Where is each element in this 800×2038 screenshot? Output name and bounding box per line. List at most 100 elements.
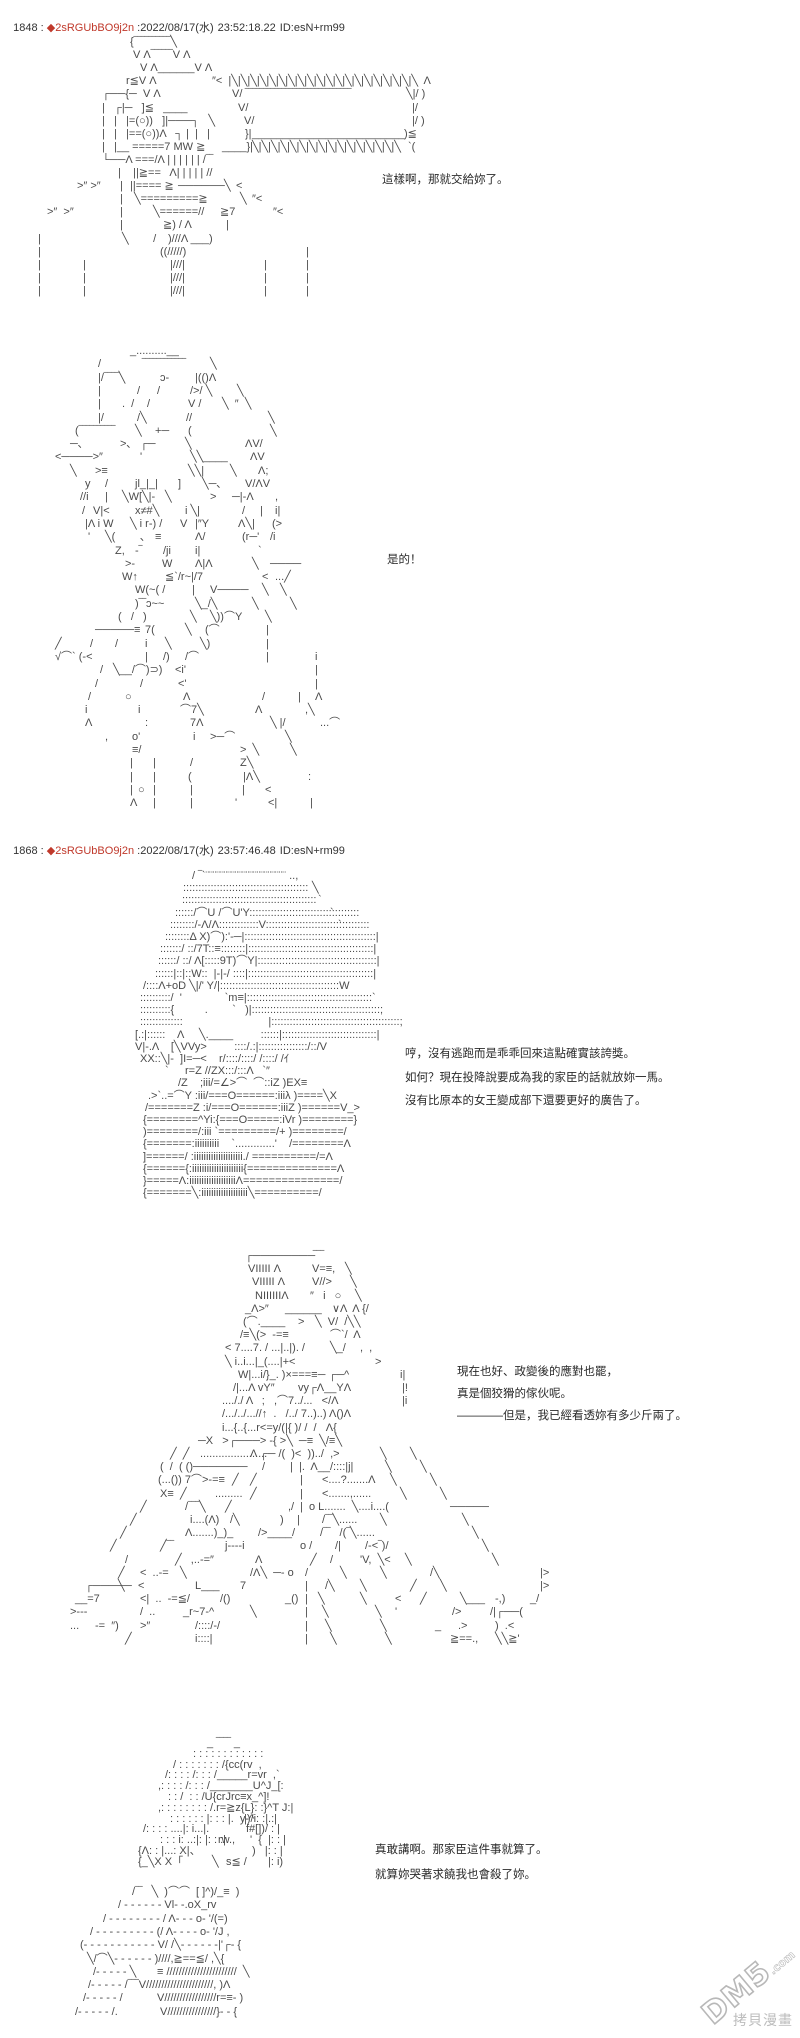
- ascii-art-stroke: |: [300, 1474, 303, 1487]
- ascii-art-stroke: |>: [540, 1566, 550, 1579]
- ascii-art-stroke: : : : : : : : : : : : :: [193, 1747, 264, 1760]
- ascii-art-stroke: |: [315, 664, 318, 677]
- ascii-art-stroke: ::::::|::|::W:: |-|-/ ::::|:::::::::::::…: [155, 967, 377, 980]
- ascii-art-stroke: i|: [275, 504, 281, 517]
- ascii-art-stroke: Λ: [255, 1553, 263, 1566]
- ascii-art-stroke: /): [163, 650, 170, 663]
- ascii-art-stroke: )‾‾ɔ~~: [135, 597, 165, 610]
- ascii-art-stroke: ╲─､: [202, 478, 222, 490]
- ascii-art-stroke: /⌒: [185, 650, 200, 663]
- ascii-art-stroke: |: [315, 677, 318, 690]
- ascii-art-stroke: _/: [530, 1593, 540, 1606]
- ascii-art-stroke: ': [140, 451, 143, 464]
- dialogue-line: ————但是，我已經看透妳有多少斤兩了。: [457, 1410, 687, 1422]
- ascii-art-stroke: ( / ( ()───────: [160, 1461, 248, 1474]
- ascii-art-stroke: o': [132, 730, 141, 743]
- ascii-art-stroke: |: [130, 783, 133, 796]
- post-number: 1868: [13, 845, 38, 857]
- post-header-1868: 1868 : ◆2sRGUbBO9j2n :2022/08/17(水)23:57…: [7, 830, 345, 857]
- ascii-art-stroke: /(): [220, 1593, 231, 1606]
- ascii-art-stroke: ,: [275, 491, 279, 504]
- ascii-art-stroke: ⌒7╲: [180, 704, 204, 717]
- ascii-art-stroke: _(): [285, 1593, 299, 1606]
- ascii-art-stroke: |: [120, 180, 123, 193]
- ascii-art-stroke: L___: [195, 1580, 220, 1592]
- ascii-art-stroke: ╲: [472, 1527, 479, 1540]
- ascii-art-stroke: ╲: [250, 1606, 257, 1619]
- ascii-art-stroke: ╲╲____: [190, 451, 228, 464]
- ascii-art-stroke: >″: [140, 1619, 151, 1632]
- ascii-art-stroke: √⌒` (-<: [55, 650, 93, 663]
- ascii-art-stroke: ╲: [165, 637, 172, 650]
- ascii-art-stroke: ɔ-: [160, 371, 170, 384]
- ascii-art-stroke: |: [306, 258, 309, 271]
- ascii-art-stroke: : : : : : : |: : : |. y-^: [170, 1812, 255, 1825]
- ascii-art-stroke: |(()Λ: [195, 371, 217, 384]
- ascii-art-stroke: 7Λ: [190, 717, 204, 730]
- ascii-art-stroke: ': [88, 531, 91, 544]
- ascii-art-stroke: └──Λ ===/Λ | | | | | | /‾‾: [102, 153, 214, 166]
- ascii-art-stroke: ╱: [232, 1474, 239, 1487]
- ascii-art-stroke: ╱: [130, 1514, 137, 1526]
- ascii-art-stroke: |Λ╲: [243, 770, 260, 783]
- ascii-art-stroke: `: [330, 906, 334, 919]
- ascii-art-stroke: (⌒.____: [243, 1316, 286, 1328]
- ascii-art-stroke: /: [140, 677, 144, 690]
- ascii-art-stroke: > ╲: [240, 744, 260, 756]
- ascii-art-stroke: V|-.Λ [╲VVy> ::::/.:|::::::::::::::::/::…: [135, 1040, 327, 1053]
- ascii-art-stroke: <: [265, 783, 272, 796]
- ascii-art-stroke: ╲ i..i...|_(....|+<: [225, 1355, 296, 1368]
- ascii-art-stroke: {_╲X X「: [138, 1855, 184, 1868]
- ascii-art-stroke: ╲: [380, 1619, 387, 1632]
- ascii-art-stroke: Λ/: [195, 531, 206, 544]
- ascii-art-stroke: /: [90, 637, 94, 650]
- ascii-art-stroke: ╱: [120, 1527, 127, 1540]
- ascii-art-stroke: //: [186, 411, 193, 424]
- ascii-art-stroke: ╲: [210, 358, 217, 371]
- ascii-art-stroke: ': [235, 797, 238, 810]
- ascii-art-stroke: ╱: [250, 1487, 257, 1500]
- ascii-art-stroke: |>: [540, 1580, 550, 1592]
- ascii-art-stroke: ,: : : : : : : : /.r=≧z{L}: :}^T J:|: [158, 1801, 294, 1814]
- ascii-art-stroke: Λ|Λ: [195, 557, 213, 570]
- ascii-art-stroke: ‾‾‾‾‾‾‾‾‾‾‾‾: [142, 358, 186, 371]
- ascii-art-stroke: ≦`/r~|/7: [165, 571, 204, 584]
- ascii-art-stroke: i: [138, 704, 141, 717]
- ascii-art-stroke: ╲: [345, 1263, 352, 1276]
- ascii-art-stroke: Λ: [130, 797, 138, 810]
- ascii-art-stroke: ╲: [355, 1289, 362, 1302]
- ascii-art-stroke: j----i: [225, 1540, 245, 1553]
- ascii-art-stroke: ╲_/╲: [195, 597, 218, 610]
- ascii-art-stroke: |: [38, 271, 41, 284]
- ascii-art-stroke: V────: [210, 584, 249, 597]
- ascii-art-stroke: ╲: [230, 464, 237, 477]
- ascii-art-stroke: ″<: [273, 206, 284, 219]
- ascii-art-stroke: ╲: [360, 1593, 367, 1606]
- ascii-art-stroke: ╲(: [105, 531, 116, 544]
- ascii-art-stroke: ≧==.,: [450, 1632, 479, 1645]
- ascii-art-stroke: i: [193, 730, 196, 743]
- ascii-art-stroke: ╲|╲|╲|╲|╲|╲|╲|╲|╲|╲|╲|╲|╲|╲|╲|╲: [252, 140, 401, 153]
- post-time: 23:57:46.48: [217, 845, 276, 857]
- ascii-art-stroke: V: [180, 517, 188, 530]
- ascii-art-stroke: / ..: [140, 1606, 156, 1619]
- ascii-art-stroke: |: [192, 584, 195, 597]
- ascii-art-stroke: ) .<: [495, 1619, 515, 1632]
- date-prefix: :: [134, 845, 141, 857]
- ascii-art-stroke: ╲: [350, 1276, 357, 1289]
- ascii-art-stroke: ,╲: [305, 704, 315, 717]
- ascii-art-stroke: /: : : : ....|: i...|.: [143, 1823, 210, 1836]
- ascii-art-stroke: rw.,: [218, 1834, 236, 1847]
- ascii-art-stroke: /Z ;iii/=∠>⌒ ⌒::iZ )EX≡: [178, 1077, 308, 1090]
- ascii-art-stroke: ,: : : : /: : : /_______U^J_[:: [158, 1780, 284, 1793]
- ascii-art-stroke: | ┌|─ ]≦ ____: [102, 101, 188, 114]
- ascii-art-stroke: ╱: [420, 1593, 427, 1606]
- ascii-art-stroke: y: [85, 478, 91, 490]
- dialogue-line: 沒有比原本的女王變成部下還要更好的廣告了。: [405, 1095, 647, 1107]
- post-time: 23:52:18.22: [217, 22, 276, 34]
- ascii-art-stroke: _: [435, 1619, 442, 1632]
- ascii-art-stroke: ≡: [155, 531, 162, 544]
- ascii-art-stroke: >″ >″: [77, 180, 101, 193]
- ascii-art-stroke: <| .. -=≦/: [140, 1593, 190, 1606]
